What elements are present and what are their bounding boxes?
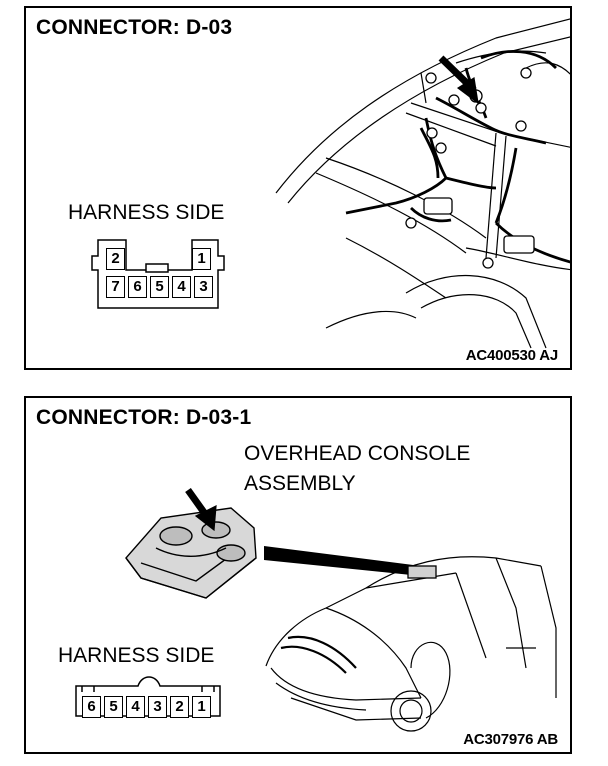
vehicle-overhead-console-illustration bbox=[75, 487, 557, 732]
figure-code: AC307976 AB bbox=[463, 731, 558, 748]
pin-6: 6 bbox=[82, 696, 101, 718]
pin-3: 3 bbox=[148, 696, 167, 718]
panel-title: CONNECTOR: D-03 bbox=[36, 16, 233, 39]
arrow-icon bbox=[438, 55, 479, 105]
panel-title: CONNECTOR: D-03-1 bbox=[36, 406, 252, 429]
connector-d03-panel: CONNECTOR: D-03 bbox=[24, 6, 572, 370]
pin-7: 7 bbox=[106, 276, 125, 298]
pin-1: 1 bbox=[192, 696, 211, 718]
arrow-icon bbox=[185, 487, 217, 532]
pin-5: 5 bbox=[150, 276, 169, 298]
overhead-console-label-line2: ASSEMBLY bbox=[244, 472, 356, 495]
pin-5: 5 bbox=[104, 696, 123, 718]
pin-4: 4 bbox=[172, 276, 191, 298]
overhead-console-icon bbox=[125, 507, 257, 599]
figure-code: AC400530 AJ bbox=[465, 347, 559, 364]
pin-6: 6 bbox=[128, 276, 147, 298]
pin-2: 2 bbox=[170, 696, 189, 718]
pin-1: 1 bbox=[192, 248, 211, 270]
pin-2: 2 bbox=[106, 248, 125, 270]
overhead-console-label-line1: OVERHEAD CONSOLE bbox=[244, 442, 471, 465]
harness-side-label: HARNESS SIDE bbox=[58, 644, 215, 667]
pin-4: 4 bbox=[126, 696, 145, 718]
connector-d03-1-panel: CONNECTOR: D-03-1 OVERHEAD CONSOLE ASSEM… bbox=[24, 396, 572, 754]
pin-3: 3 bbox=[194, 276, 213, 298]
harness-side-label: HARNESS SIDE bbox=[68, 201, 225, 224]
vehicle-interior-harness-illustration bbox=[91, 18, 570, 349]
